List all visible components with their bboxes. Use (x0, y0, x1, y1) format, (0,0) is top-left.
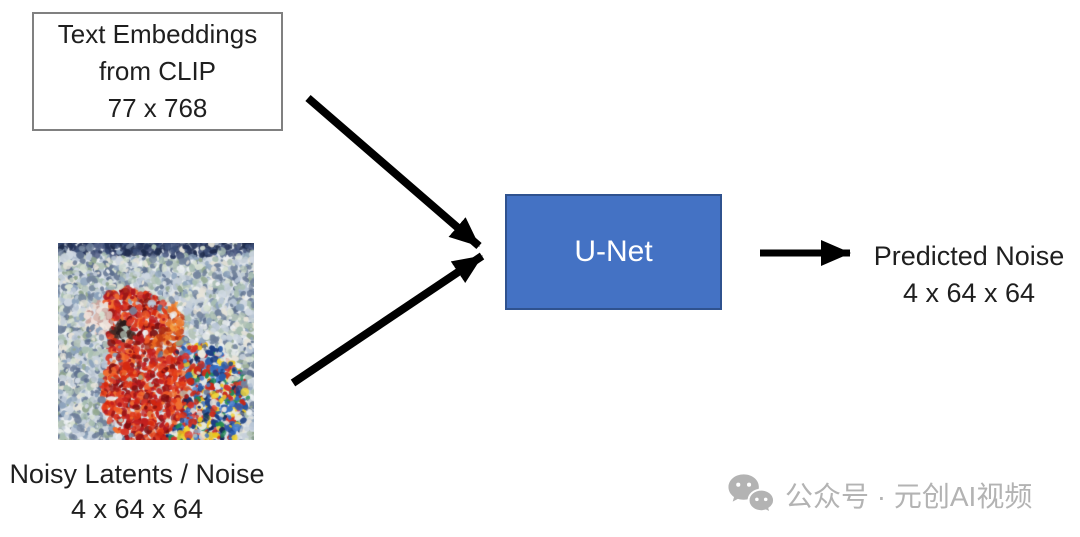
arrow-noisy-latents-to-unet (290, 252, 485, 387)
predicted-noise-line-1: Predicted Noise (873, 241, 1065, 271)
wechat-icon (728, 474, 776, 515)
text-embeddings-line-3: 77 x 768 (107, 93, 208, 123)
text-embeddings-line-1: Text Embeddings (57, 19, 258, 49)
predicted-noise-caption: Predicted Noise 4 x 64 x 64 (858, 238, 1080, 312)
text-embeddings-line-2: from CLIP (98, 56, 217, 86)
arrow-text-embeddings-to-unet (305, 94, 482, 250)
unet-label: U-Net (574, 235, 653, 268)
unet-box: U-Net (505, 194, 722, 310)
noisy-latents-image (58, 243, 254, 440)
noisy-latents-caption-line-2: 4 x 64 x 64 (70, 494, 204, 524)
noisy-latents-caption-line-1: Noisy Latents / Noise (9, 459, 265, 489)
predicted-noise-line-2: 4 x 64 x 64 (902, 278, 1036, 308)
watermark-text: 公众号 · 元创AI视频 (785, 481, 1033, 512)
noisy-latents-caption: Noisy Latents / Noise 4 x 64 x 64 (7, 457, 267, 527)
text-embeddings-box: Text Embeddings from CLIP 77 x 768 (32, 12, 283, 131)
watermark: 公众号 · 元创AI视频 (727, 472, 1032, 518)
